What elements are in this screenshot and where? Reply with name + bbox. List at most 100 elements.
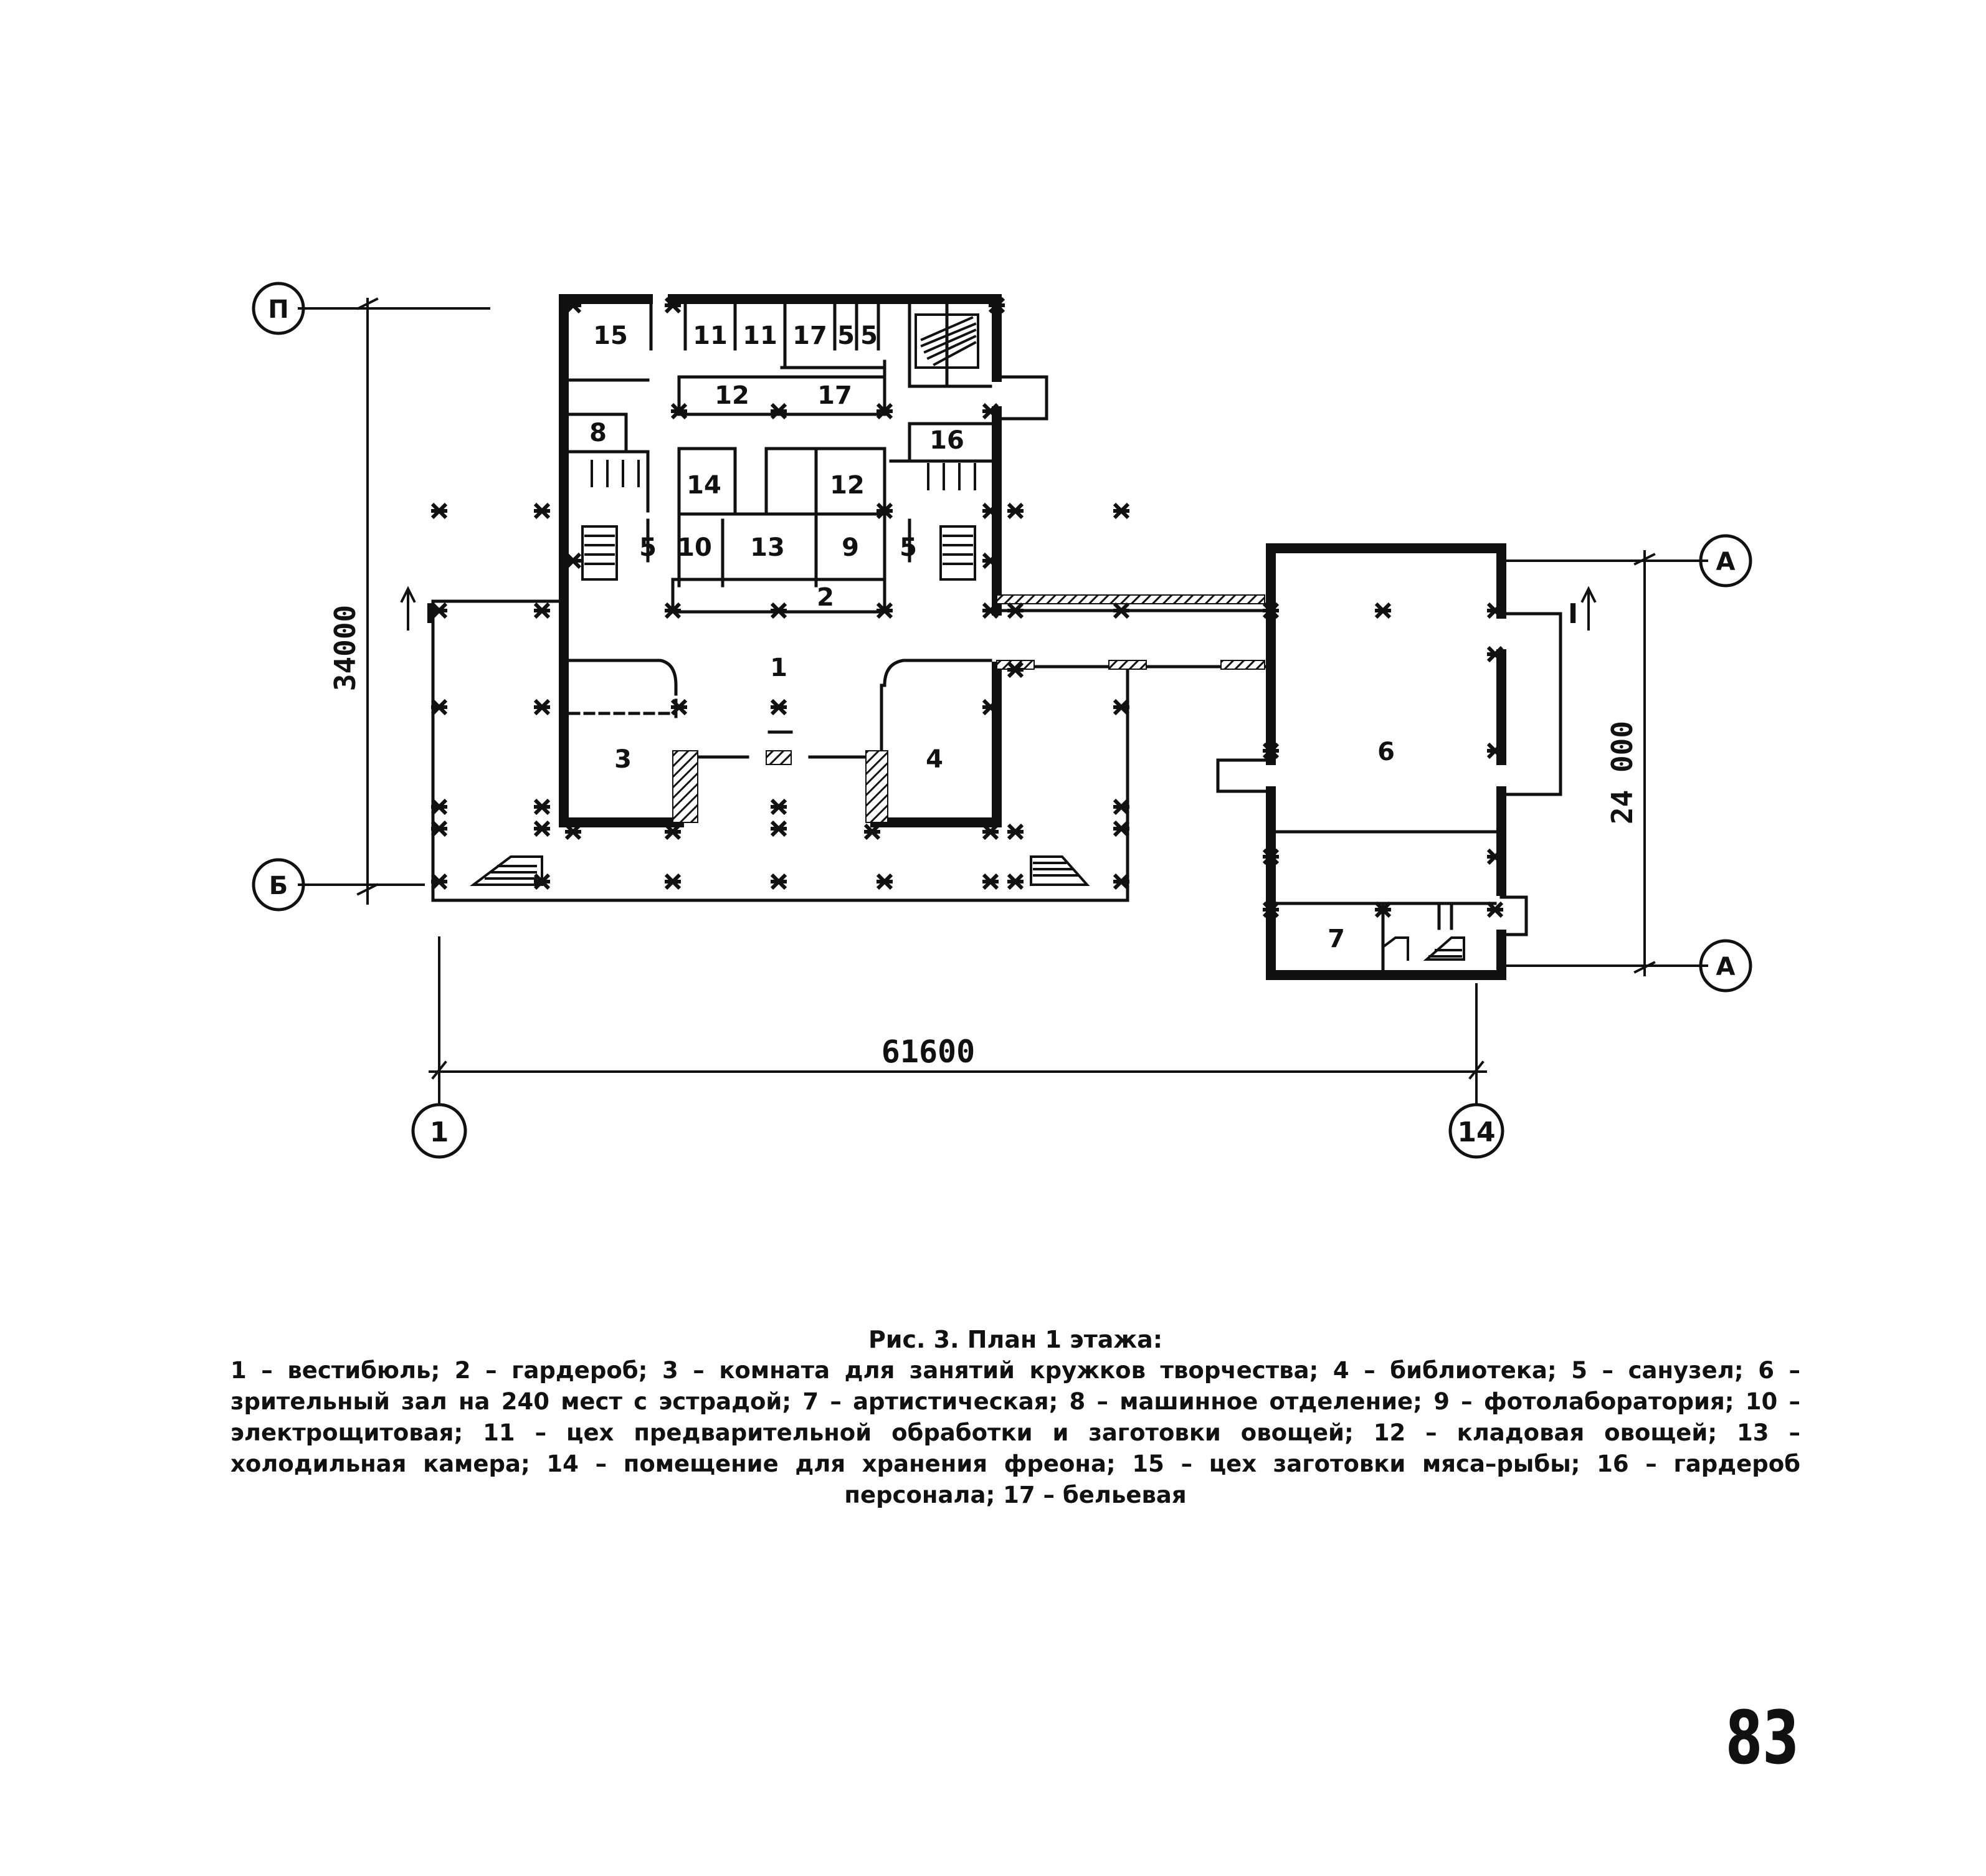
lobby-outline: [431, 599, 1266, 902]
column-marker: [1262, 848, 1280, 865]
room-label-5b: 5: [860, 321, 878, 350]
dimension-right: 24 000: [1605, 721, 1639, 824]
page-number: 83: [1726, 1695, 1800, 1781]
dimension-bottom: 61600: [881, 1034, 976, 1070]
service-annex: [995, 375, 1048, 421]
column-marker: [1007, 661, 1024, 679]
hatched-partitions: [672, 594, 1265, 823]
column-marker: [533, 873, 551, 890]
column-marker: [1007, 502, 1024, 520]
room-labels: 15 11 11 17 5 5 12 17 8 16 14 12 5 10 13…: [589, 321, 1395, 953]
column-marker: [1007, 602, 1024, 619]
axis-bubbles: [252, 282, 1752, 1159]
column-marker: [770, 602, 787, 619]
room-label-3: 3: [614, 745, 632, 774]
room-label-7: 7: [1328, 925, 1345, 953]
room-label-15: 15: [593, 321, 628, 350]
room-label-17b: 17: [817, 381, 852, 410]
column-marker: [1486, 645, 1504, 663]
column-marker: [664, 297, 682, 314]
figure-caption: Рис. 3. План 1 этажа: 1 – вестибюль; 2 –…: [230, 1324, 1800, 1511]
section-mark-left: I: [425, 598, 435, 630]
column-marker: [670, 402, 688, 420]
room-label-2: 2: [817, 583, 834, 612]
column-marker: [770, 698, 787, 716]
column-marker: [533, 602, 551, 619]
column-marker: [876, 602, 893, 619]
column-marker: [1262, 602, 1280, 619]
service-block-walls: [559, 294, 1002, 616]
wardrobe-counter: [671, 578, 886, 614]
column-marker: [1113, 873, 1130, 890]
room-label-5c: 5: [639, 533, 657, 562]
column-marker: [533, 820, 551, 837]
column-marker: [430, 798, 448, 816]
column-marker: [1486, 742, 1504, 759]
room-label-16: 16: [929, 426, 964, 455]
column-marker: [430, 873, 448, 890]
column-marker: [564, 552, 582, 569]
axis-label-bottom-left: 1: [430, 1117, 449, 1148]
room-label-6: 6: [1377, 738, 1395, 766]
auditorium-annexes: [1216, 612, 1562, 971]
column-marker: [982, 698, 999, 716]
column-marker: [1113, 602, 1130, 619]
column-marker: [988, 297, 1005, 314]
column-marker: [863, 823, 881, 840]
room-label-11a: 11: [693, 321, 728, 350]
column-marker: [564, 823, 582, 840]
column-marker: [1113, 502, 1130, 520]
room-label-4: 4: [926, 745, 943, 774]
room-label-5d: 5: [900, 533, 917, 562]
room-label-17a: 17: [792, 321, 827, 350]
column-marker: [670, 698, 688, 716]
column-marker: [876, 873, 893, 890]
column-marker: [770, 402, 787, 420]
section-mark-right: I: [1568, 598, 1578, 630]
column-marker: [982, 602, 999, 619]
room-label-14: 14: [687, 471, 721, 500]
column-marker: [1007, 873, 1024, 890]
auditorium-walls: [1266, 543, 1506, 980]
column-marker: [430, 820, 448, 837]
column-marker: [1486, 901, 1504, 918]
stairs: [470, 313, 1465, 961]
room-label-5a: 5: [837, 321, 855, 350]
column-marker: [533, 502, 551, 520]
room-label-13: 13: [750, 533, 785, 562]
column-marker: [564, 297, 582, 314]
axis-label-right-bottom: А: [1716, 953, 1736, 981]
column-marker: [982, 873, 999, 890]
column-marker: [876, 502, 893, 520]
room-label-10: 10: [677, 533, 712, 562]
room-label-11b: 11: [743, 321, 777, 350]
room-label-12b: 12: [830, 471, 865, 500]
room-label-9: 9: [842, 533, 859, 562]
column-marker: [664, 602, 682, 619]
column-marker: [1486, 602, 1504, 619]
axis-label-right-top: А: [1716, 548, 1736, 576]
column-marker: [1113, 820, 1130, 837]
axis-lines: [298, 297, 1708, 1104]
column-marker: [770, 798, 787, 816]
caption-title: Рис. 3. План 1 этажа:: [868, 1326, 1163, 1353]
column-marker: [1007, 823, 1024, 840]
column-marker: [770, 820, 787, 837]
axis-label-top-left: П: [268, 295, 288, 324]
column-marker: [1262, 742, 1280, 759]
column-marker: [982, 502, 999, 520]
column-marker: [1262, 901, 1280, 918]
column-marker: [533, 798, 551, 816]
room-label-12a: 12: [715, 381, 749, 410]
lobby-rooms: [568, 659, 992, 824]
dimension-left: 34000: [328, 605, 362, 691]
axis-label-mid-left: Б: [269, 872, 288, 900]
column-marker: [876, 402, 893, 420]
column-markers: [430, 297, 1504, 918]
column-marker: [1486, 848, 1504, 865]
section-mark-lines: [400, 586, 1597, 631]
column-marker: [770, 873, 787, 890]
caption-legend: 1 – вестибюль; 2 – гардероб; 3 – комната…: [230, 1357, 1800, 1508]
column-marker: [982, 823, 999, 840]
column-marker: [533, 698, 551, 716]
